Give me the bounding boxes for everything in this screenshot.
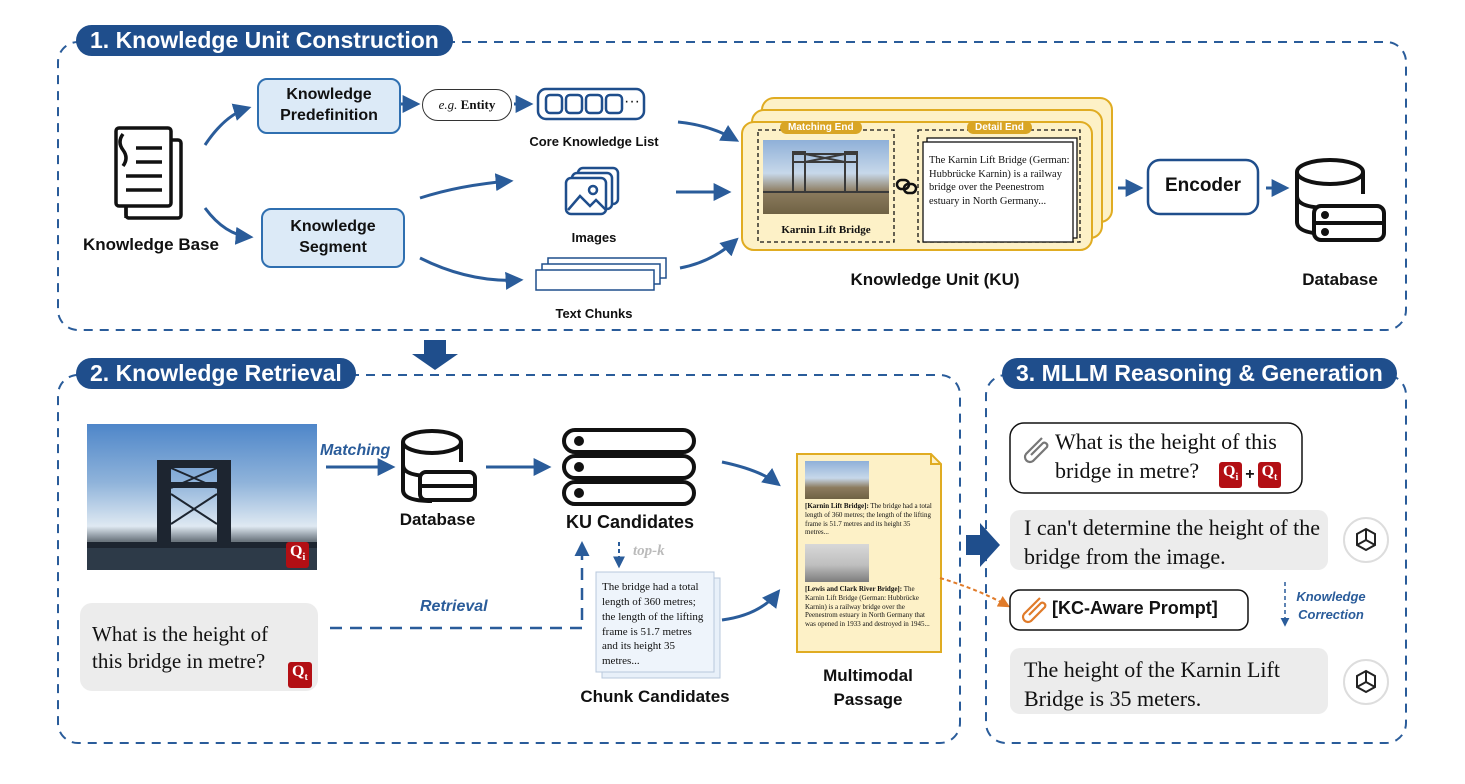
qt-sub-small: t — [1274, 472, 1278, 484]
qt-badge: Qt — [288, 662, 312, 689]
eg-label: e.g. — [438, 97, 458, 112]
wrong-answer-bubble — [1010, 510, 1328, 570]
text-chunks-icon — [535, 257, 667, 291]
wrong-answer-text: I can't determine the height of the brid… — [1024, 515, 1320, 569]
down-arrow-icon — [412, 340, 458, 370]
passage-body-2: The Karnin Lift Bridge (German: Hubbrück… — [805, 585, 930, 628]
knowledge-correction-label: Knowledge Correction — [1296, 589, 1366, 622]
knowledge-segment-label: Knowledge Segment — [290, 218, 376, 256]
frame-construction — [57, 41, 1407, 331]
knowledge-base-label: Knowledge Base — [82, 235, 220, 254]
matching-label: Matching — [320, 442, 391, 459]
ku-detail-text: The Karnin Lift Bridge (German: Hubbrück… — [929, 155, 1070, 207]
passage-image-karnin — [805, 461, 869, 499]
server-stack-icon — [562, 428, 696, 506]
core-knowledge-list-label: Core Knowledge List — [529, 134, 659, 149]
openai-icon — [1343, 517, 1389, 563]
encoder-box — [1146, 158, 1260, 216]
bridge-photo — [87, 460, 317, 570]
chunk-candidates-label: Chunk Candidates — [580, 687, 730, 706]
passage-head-2: [Lewis and Clark River Bridge]: — [805, 585, 903, 593]
paperclip-icon — [1023, 437, 1049, 464]
detail-end-tag: Detail End — [967, 121, 1032, 134]
passage-entry-1: [Karnin Lift Bridge]: The bridge had a t… — [805, 502, 933, 537]
query-text-bubble: What is the height of this bridge in met… — [80, 603, 318, 691]
mllm-question-text: What is the height of this bridge in met… — [1055, 429, 1277, 483]
ku-candidates-label: KU Candidates — [565, 512, 695, 532]
image-icon — [564, 166, 620, 216]
qi-badge: Qi — [286, 542, 310, 569]
entity-label: Entity — [460, 97, 496, 112]
multimodal-passage-label: Multimodal Passage — [808, 664, 928, 712]
qt-letter: Q — [292, 663, 305, 680]
right-arrow-icon — [966, 523, 1000, 567]
prompt-bubble — [1009, 589, 1249, 631]
bridge-silhouette — [763, 151, 889, 193]
passage-label-line-1: Multimodal — [823, 666, 913, 685]
list-ellipsis: ··· — [624, 93, 640, 110]
plus-sign: + — [1245, 466, 1255, 484]
database-label-top: Database — [1302, 270, 1378, 289]
kc-aware-prompt-text: [KC-Aware Prompt] — [1052, 598, 1218, 618]
topk-label: top-k — [633, 543, 665, 559]
knowledge-predefinition-box: Knowledge Predefinition — [257, 78, 401, 134]
entity-pill: e.g. Entity — [422, 89, 512, 121]
right-answer-text: The height of the Karnin Lift Bridge is … — [1024, 657, 1280, 711]
list-icon — [536, 87, 646, 121]
database-icon — [1295, 158, 1386, 242]
encoder-label: Encoder — [1164, 175, 1242, 196]
karnin-bridge-thumbnail — [763, 140, 889, 214]
ku-caption: Karnin Lift Bridge — [781, 224, 871, 236]
knowledge-segment-box: Knowledge Segment — [261, 208, 405, 268]
chunk-card-stack — [595, 571, 721, 679]
knowledge-unit-label: Knowledge Unit (KU) — [850, 270, 1020, 289]
question-badges: Qi + Qt — [1219, 462, 1282, 489]
qi-letter: Q — [290, 543, 303, 560]
retrieval-label: Retrieval — [420, 598, 488, 615]
passage-body-1: The bridge had a total length of 360 met… — [805, 502, 932, 537]
qi-sub-small: i — [1235, 472, 1239, 484]
section-title-retrieval: 2. Knowledge Retrieval — [76, 358, 356, 389]
link-icon — [895, 178, 918, 195]
passage-document — [796, 453, 942, 653]
frame-retrieval — [57, 374, 961, 744]
database-label-retrieval: Database — [399, 510, 476, 529]
section-title-construction: 1. Knowledge Unit Construction — [76, 25, 453, 56]
document-icon — [114, 126, 183, 220]
matching-end-tag: Matching End — [780, 121, 862, 134]
qi-letter-small: Q — [1223, 463, 1236, 480]
qi-sub: i — [302, 552, 306, 564]
passage-image-lewis-clark — [805, 544, 869, 582]
openai-icon — [1343, 659, 1389, 705]
passage-label-line-2: Passage — [833, 689, 903, 709]
query-text: What is the height of this bridge in met… — [92, 622, 269, 674]
qt-letter-small: Q — [1261, 463, 1275, 480]
paperclip-icon — [1021, 597, 1047, 624]
database-icon — [401, 429, 477, 503]
qt-badge-small: Qt — [1257, 462, 1282, 489]
qt-sub: t — [304, 672, 308, 684]
knowledge-predefinition-label: Knowledge Predefinition — [280, 86, 378, 124]
text-chunks-label: Text Chunks — [555, 306, 633, 321]
passage-entry-2: [Lewis and Clark River Bridge]: The Karn… — [805, 585, 933, 629]
chunk-candidate-text: The bridge had a total length of 360 met… — [602, 581, 704, 668]
qi-badge-small: Qi — [1219, 462, 1243, 489]
right-answer-bubble — [1010, 648, 1328, 714]
passage-head-1: [Karnin Lift Bridge]: — [805, 502, 869, 510]
images-label: Images — [571, 230, 617, 245]
query-image — [87, 424, 317, 570]
section-title-reasoning: 3. MLLM Reasoning & Generation — [1002, 358, 1397, 389]
